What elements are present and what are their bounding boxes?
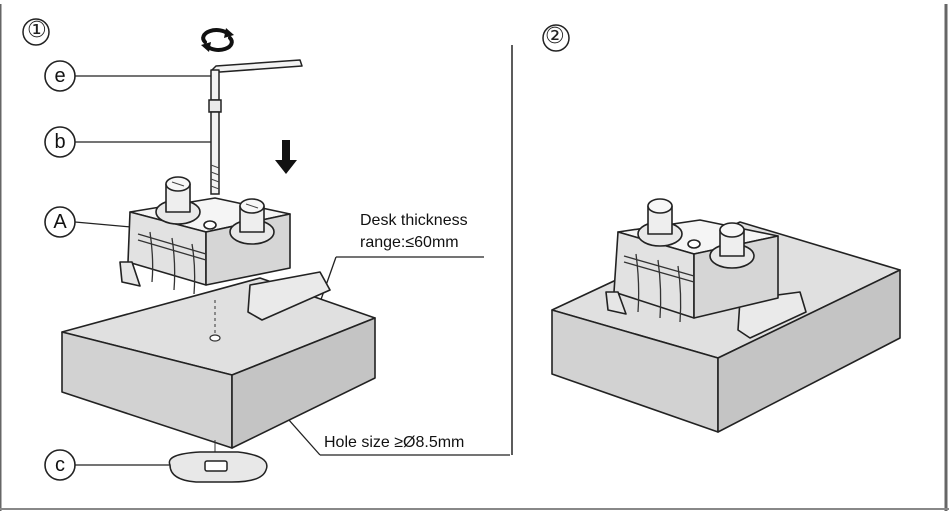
clamp-knob-left-1 — [155, 176, 201, 225]
desk-block-1 — [61, 277, 376, 449]
clamp-base-a-1 — [119, 176, 331, 321]
step-1-number: ① — [27, 18, 47, 43]
step2-circle — [542, 24, 570, 52]
down-arrow-icon — [275, 140, 297, 174]
step1-circle — [22, 18, 50, 46]
clamp-knob-left-2 — [637, 198, 683, 247]
part-label-a: A — [53, 211, 67, 233]
desk-hole — [209, 334, 221, 342]
desk-thickness-range: range:≤60mm — [360, 234, 459, 251]
clamp-base-a-2 — [605, 198, 807, 339]
bolt-b — [208, 99, 222, 195]
part-label-b: b — [54, 131, 66, 153]
hole-size-label: Hole size ≥Ø8.5mm — [324, 434, 465, 451]
hex-key-e — [210, 59, 303, 101]
leader-lines — [74, 75, 510, 466]
step-2-number: ② — [545, 24, 565, 49]
rotate-arrows-icon — [201, 28, 234, 52]
part-label-c: c — [55, 454, 65, 476]
part-label-e: e — [54, 65, 66, 87]
washer-c — [168, 451, 268, 483]
clamp-knob-right-1 — [229, 198, 275, 245]
clamp-knob-right-2 — [709, 222, 755, 269]
desk-thickness-label: Desk thickness — [360, 212, 468, 229]
